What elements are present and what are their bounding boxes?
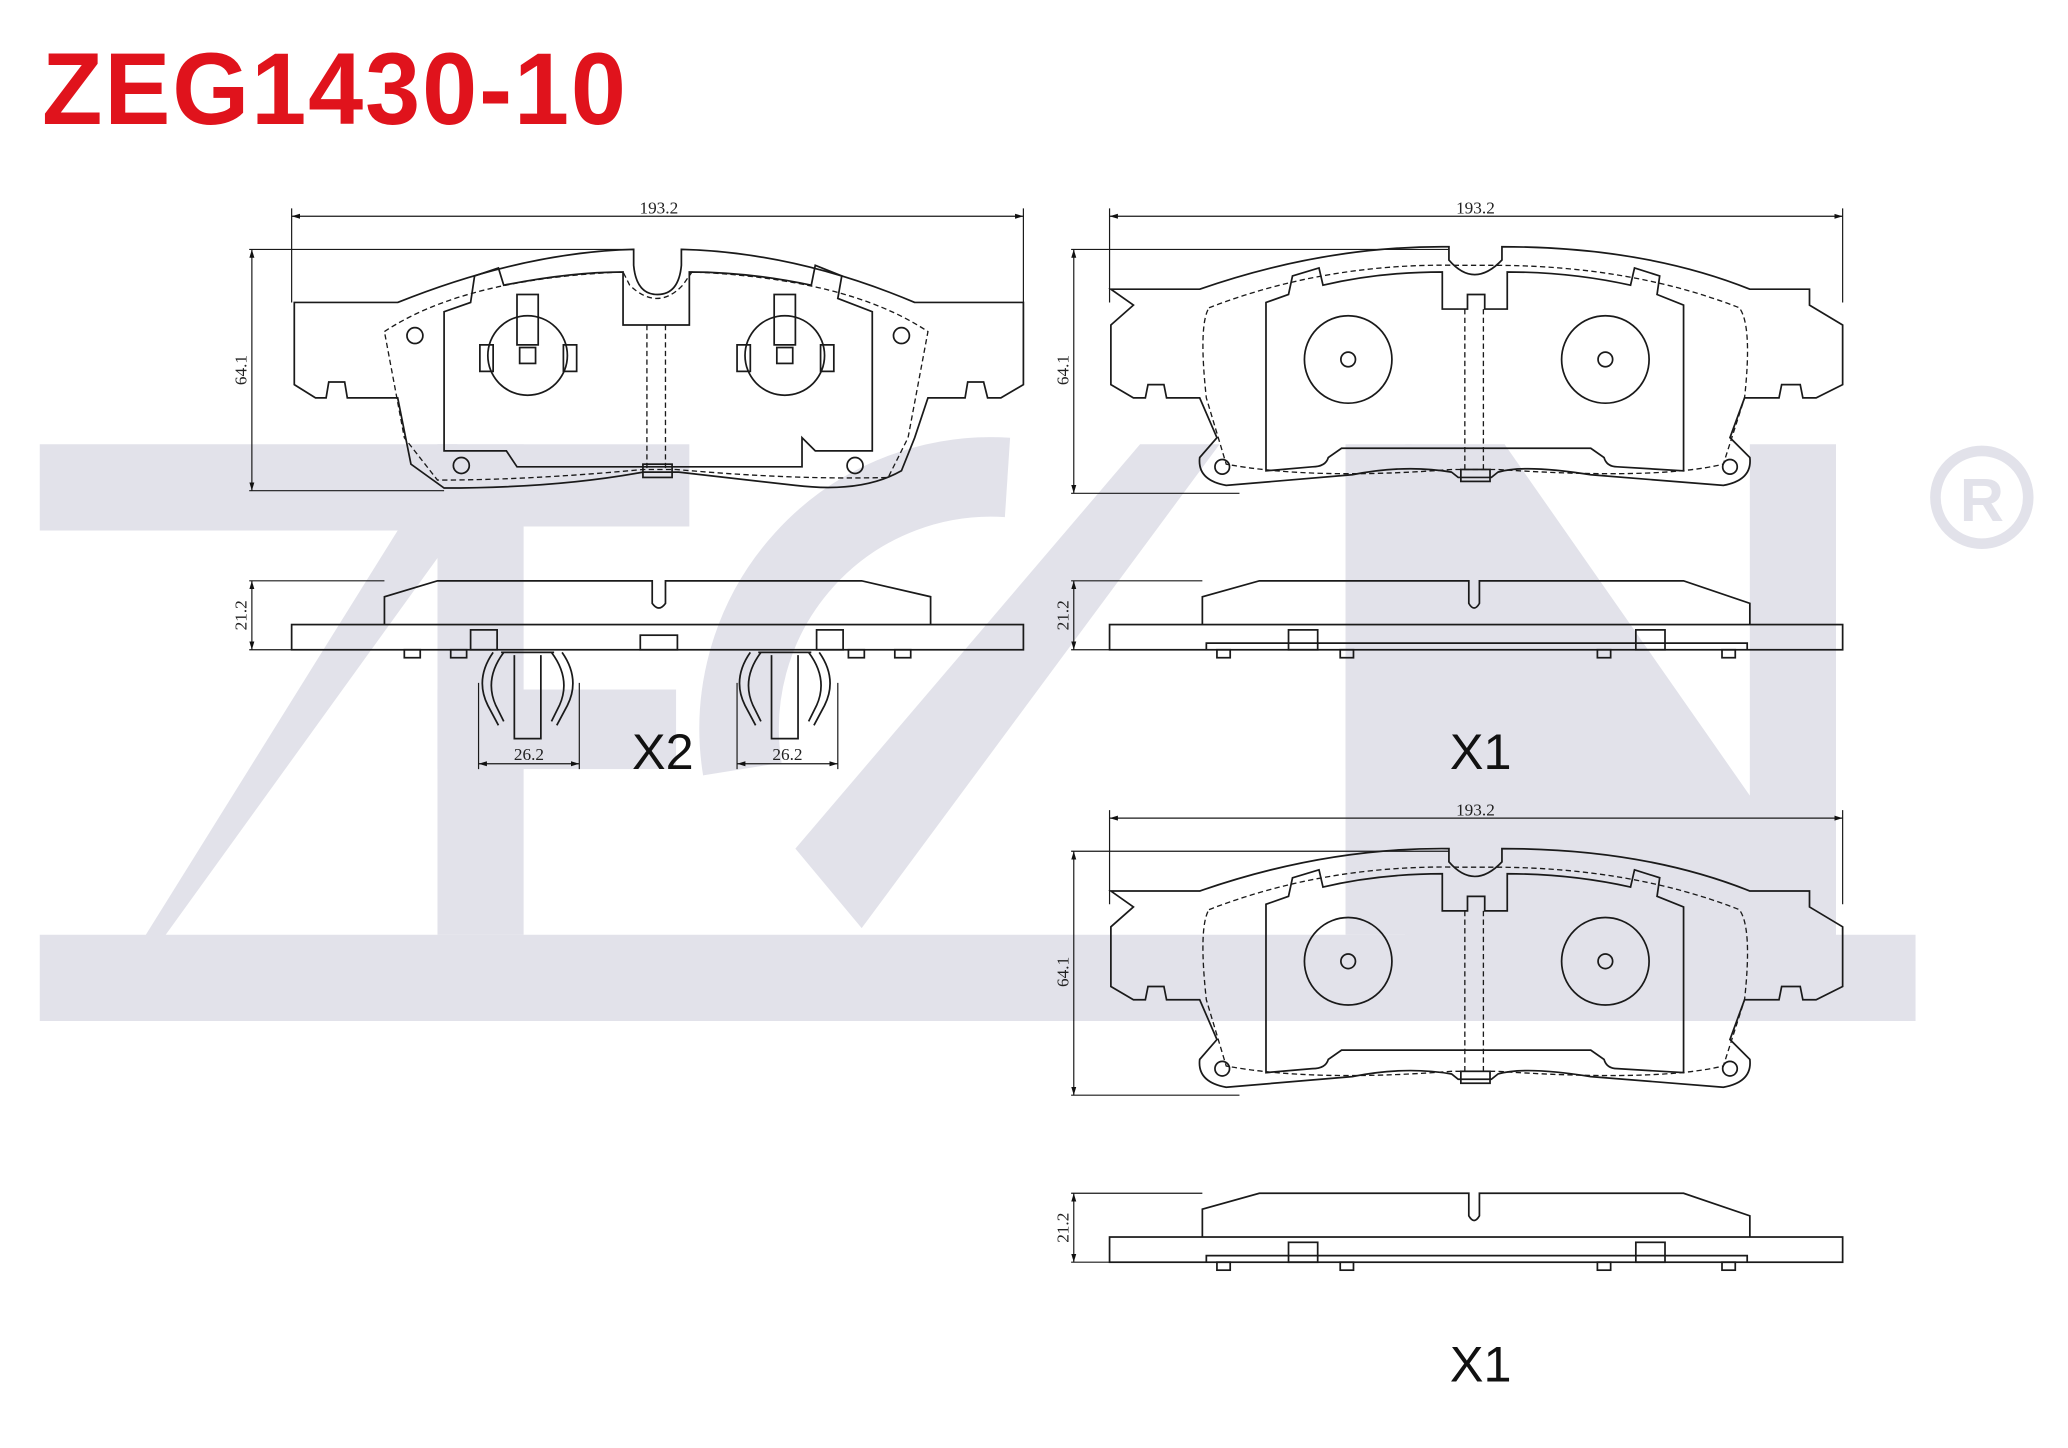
pad-2-height-label: 64.1	[1053, 355, 1072, 385]
pad-1-width-label: 193.2	[639, 199, 678, 218]
pad-1-side-view: 21.2 26.2 26.2 X2	[232, 579, 1025, 780]
pad-2-thickness-label: 21.2	[1053, 600, 1072, 630]
pad-2-side-view: 21.2 X1	[1053, 581, 1842, 780]
pad-3-quantity: X1	[1450, 1336, 1512, 1393]
clip-2-width-label: 26.2	[772, 745, 802, 764]
clip-1-width-label: 26.2	[514, 745, 544, 764]
zegen-watermark-logo: R	[39, 437, 2034, 1021]
pad-3-height-label: 64.1	[1053, 957, 1072, 987]
pad-3-thickness-label: 21.2	[1053, 1213, 1072, 1243]
pad-1-thickness-label: 21.2	[232, 600, 251, 630]
pad-2-width-label: 193.2	[1456, 199, 1495, 218]
pad-1-quantity: X2	[632, 723, 694, 780]
pad-3-side-view: 21.2 X1	[1053, 1193, 1842, 1393]
pad-2-quantity: X1	[1450, 723, 1512, 780]
pad-2-front-view: 193.2 64.1	[1053, 199, 1842, 494]
pad-1-height-label: 64.1	[232, 355, 251, 385]
pad-3-front-view: 193.2 64.1	[1053, 800, 1842, 1095]
part-number-title: ZEG1430-10	[42, 32, 628, 146]
pad-1-front-view: 193.2 64.1	[232, 199, 1025, 492]
svg-text:R: R	[1960, 466, 2004, 534]
pad-3-width-label: 193.2	[1456, 800, 1495, 819]
